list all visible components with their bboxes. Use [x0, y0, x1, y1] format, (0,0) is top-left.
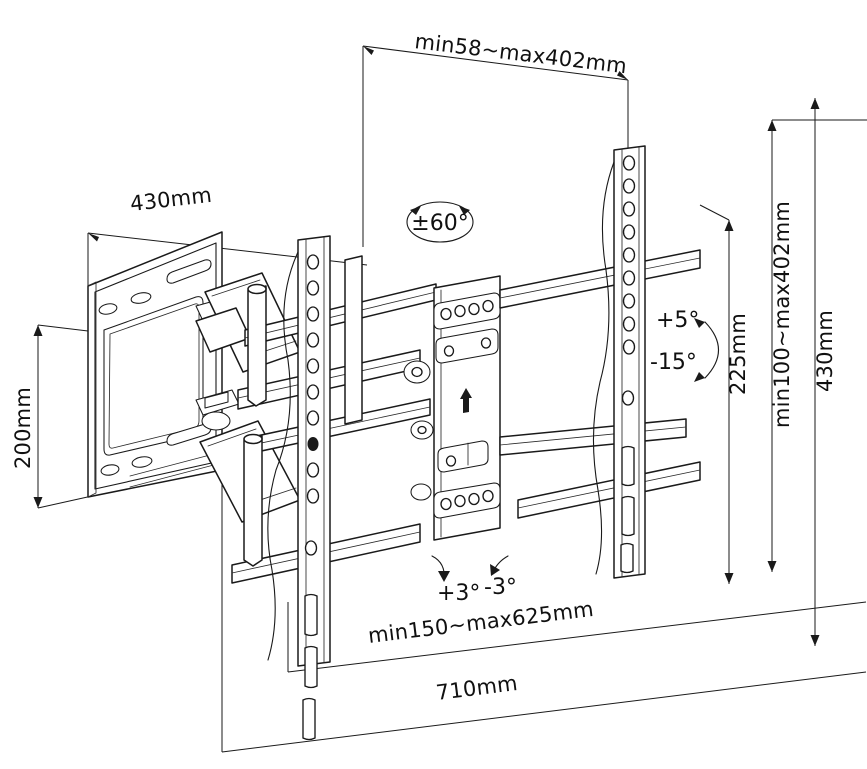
angle-label-level-plus: +3° — [437, 581, 480, 606]
level-rotation-arrow-right-icon — [490, 555, 509, 576]
center-mount-plate — [433, 275, 501, 541]
wall-plate — [87, 231, 249, 498]
dim-label-bottom-vesa-width: min150~max625mm — [367, 597, 595, 648]
angle-label-tilt-up: +5° — [656, 308, 699, 333]
dim-label-left-plate-height: 200mm — [11, 387, 35, 469]
dim-top-extension — [362, 45, 629, 263]
dim-label-right-rail-height: 225mm — [726, 313, 750, 395]
pivot-joint — [243, 283, 434, 567]
dim-label-right-overall-height: 430mm — [813, 310, 837, 392]
left-vertical-rail — [267, 235, 331, 741]
dim-label-bottom-overall-width: 710mm — [435, 671, 519, 705]
dim-label-left-plate-width: 430mm — [129, 183, 213, 216]
dimension-lines — [33, 45, 867, 753]
dim-label-top-extension: min58~max402mm — [413, 29, 628, 78]
dim-label-right-vesa-height: min100~max402mm — [770, 201, 794, 428]
dim-right-vesa-height — [767, 119, 867, 572]
tilt-rotation-arc-icon — [694, 318, 719, 382]
level-rotation-arrow-left-icon — [431, 555, 450, 582]
dim-right-rail-height — [699, 204, 734, 584]
right-vertical-rail — [592, 145, 646, 579]
dim-left-plate-height — [33, 324, 93, 509]
dim-bottom-vesa-width — [287, 601, 867, 673]
swivel-rotation-arc-icon — [406, 201, 474, 243]
angle-label-level-minus: -3° — [484, 575, 517, 600]
up-arrow-orientation-icon — [460, 388, 472, 413]
dim-right-overall-height — [810, 98, 820, 646]
angle-label-swivel: ±60° — [411, 211, 468, 236]
angle-label-tilt-down: -15° — [650, 350, 697, 375]
